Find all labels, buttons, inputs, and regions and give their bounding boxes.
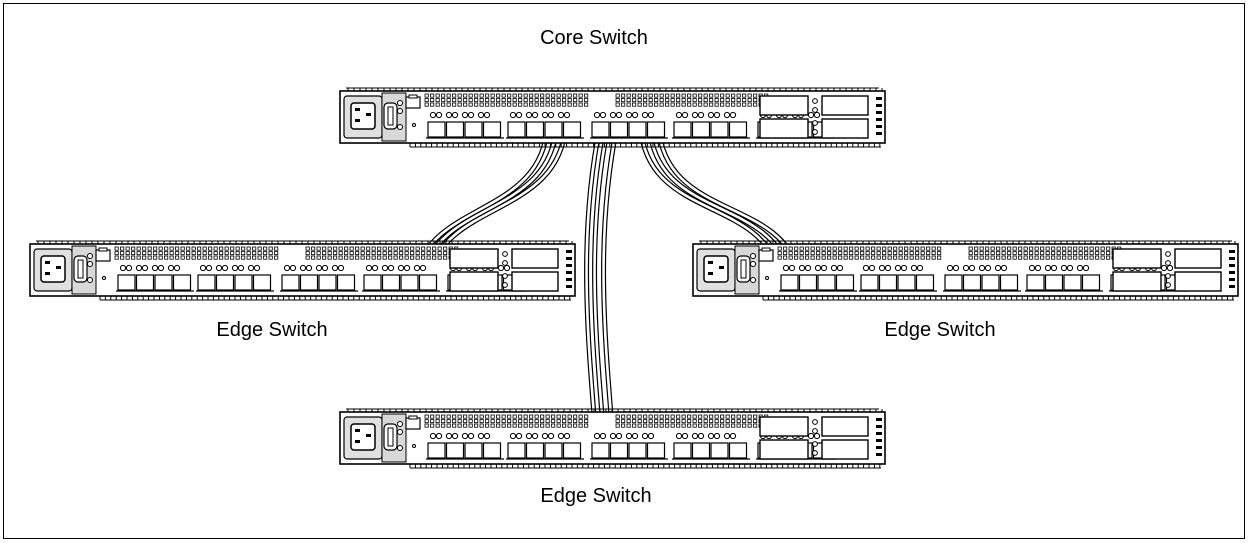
- core-switch: [340, 88, 885, 147]
- edge-switch-right: [693, 241, 1238, 300]
- edge-switch-bottom: [340, 409, 885, 468]
- core-switch-label: Core Switch: [540, 27, 648, 50]
- edge-switch-right-label: Edge Switch: [884, 319, 995, 342]
- edge-switch-left: [30, 241, 575, 300]
- edge-switch-bottom-label: Edge Switch: [540, 485, 651, 508]
- edge-switch-left-label: Edge Switch: [216, 319, 327, 342]
